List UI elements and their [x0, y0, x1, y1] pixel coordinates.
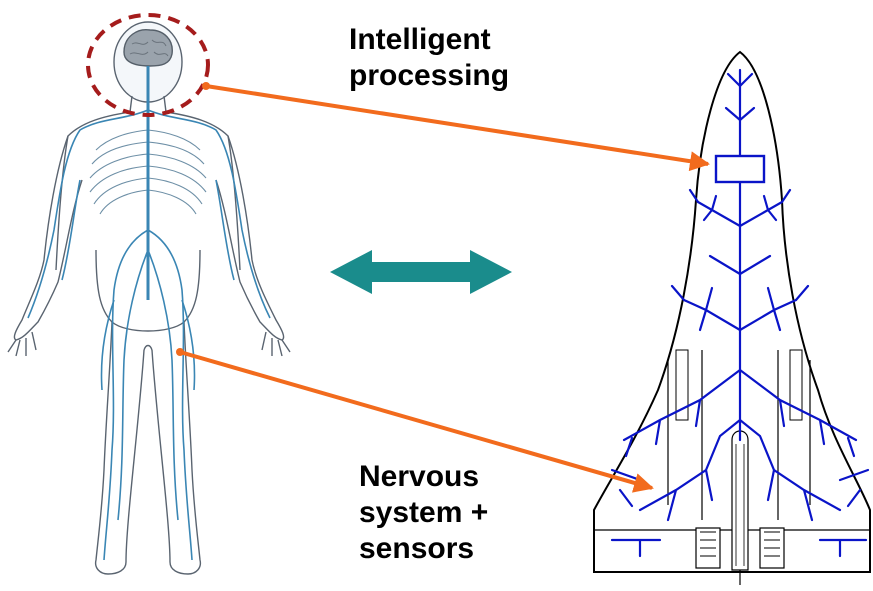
label-nervous-system-line3: sensors	[359, 531, 488, 567]
processor-box	[716, 156, 764, 182]
aircraft-sensor-network-icon	[594, 52, 870, 585]
brain-icon	[124, 30, 172, 66]
double-headed-arrow-icon	[330, 250, 512, 294]
label-intelligent-processing-line1: Intelligent	[349, 22, 509, 58]
label-nervous-system-line2: system +	[359, 495, 488, 531]
engine-left-icon	[696, 528, 720, 568]
label-intelligent-processing-line2: processing	[349, 58, 509, 94]
connector-arrow-processing	[206, 86, 708, 164]
label-intelligent-processing: Intelligent processing	[349, 22, 509, 94]
human-nervous-system-icon	[8, 22, 290, 574]
label-nervous-system-line1: Nervous	[359, 459, 488, 495]
label-nervous-system: Nervous system + sensors	[359, 459, 488, 567]
engine-right-icon	[760, 528, 784, 568]
